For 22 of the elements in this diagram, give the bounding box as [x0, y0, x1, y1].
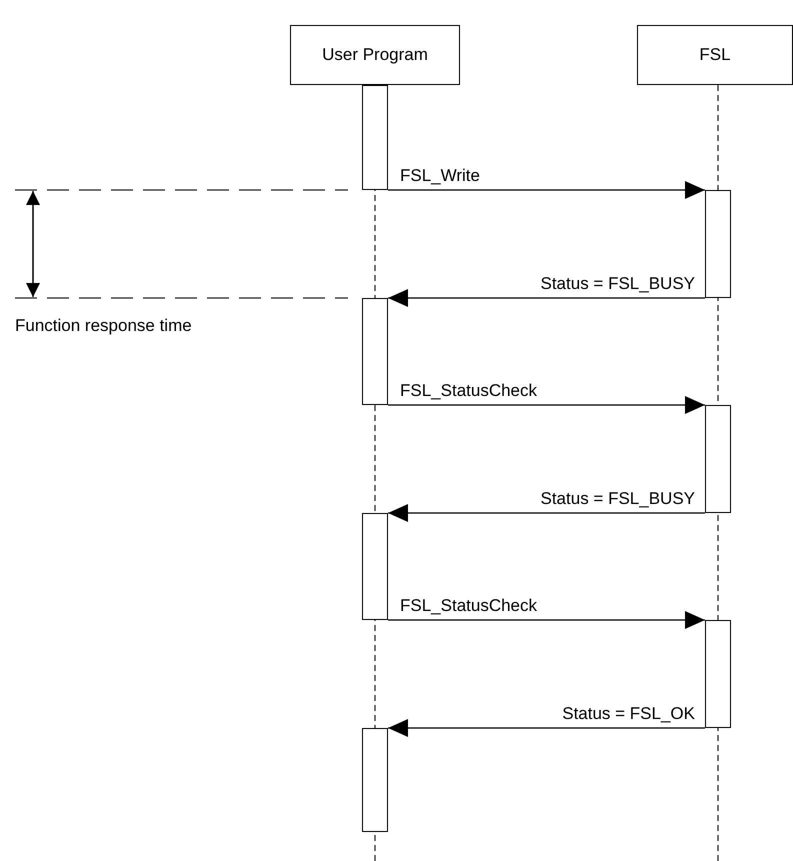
activation-bar: [705, 620, 731, 728]
arrow: [388, 396, 705, 414]
edge-label: Status = FSL_BUSY: [540, 274, 695, 294]
participant-box: FSL: [637, 25, 793, 85]
participant-box: User Program: [290, 25, 460, 85]
arrow: [388, 719, 705, 737]
edge-label: FSL_StatusCheck: [400, 596, 538, 616]
edge-label: Status = FSL_BUSY: [540, 489, 695, 509]
edge-label: Status = FSL_OK: [562, 704, 695, 724]
arrow: [388, 181, 705, 199]
activation-bar: [362, 728, 388, 832]
edge-label: FSL_Write: [400, 166, 480, 186]
dimension-label: Function response time: [15, 316, 192, 336]
activation-bar: [362, 513, 388, 620]
edge-label: FSL_StatusCheck: [400, 381, 538, 401]
arrow: [388, 289, 705, 307]
activation-bar: [362, 298, 388, 405]
activation-bar: [705, 405, 731, 513]
arrow: [388, 504, 705, 522]
activation-bar: [362, 85, 388, 190]
activation-bar: [705, 190, 731, 298]
arrow: [388, 611, 705, 629]
